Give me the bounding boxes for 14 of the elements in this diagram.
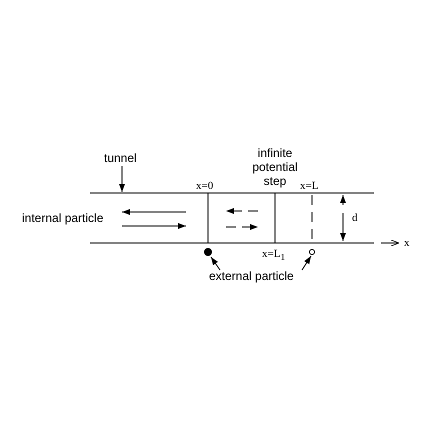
tunnel-label: tunnel [104, 151, 137, 165]
position-label: x=L$_{1}$ [262, 247, 286, 264]
position-label: x=0 [196, 179, 214, 193]
leader-line [210, 256, 220, 270]
filled-particle-dot [204, 248, 212, 256]
step-label: infinite potential step [251, 146, 299, 188]
leader-line [302, 256, 312, 270]
leader-line [119, 166, 125, 192]
position-label: x=L [300, 179, 318, 193]
dimension-label: d [352, 211, 358, 225]
open-particle-circle [309, 249, 315, 255]
particle-label: external particle [209, 269, 294, 283]
internal-particle-label: internal particle [22, 211, 104, 225]
axis-label: x [404, 236, 410, 250]
